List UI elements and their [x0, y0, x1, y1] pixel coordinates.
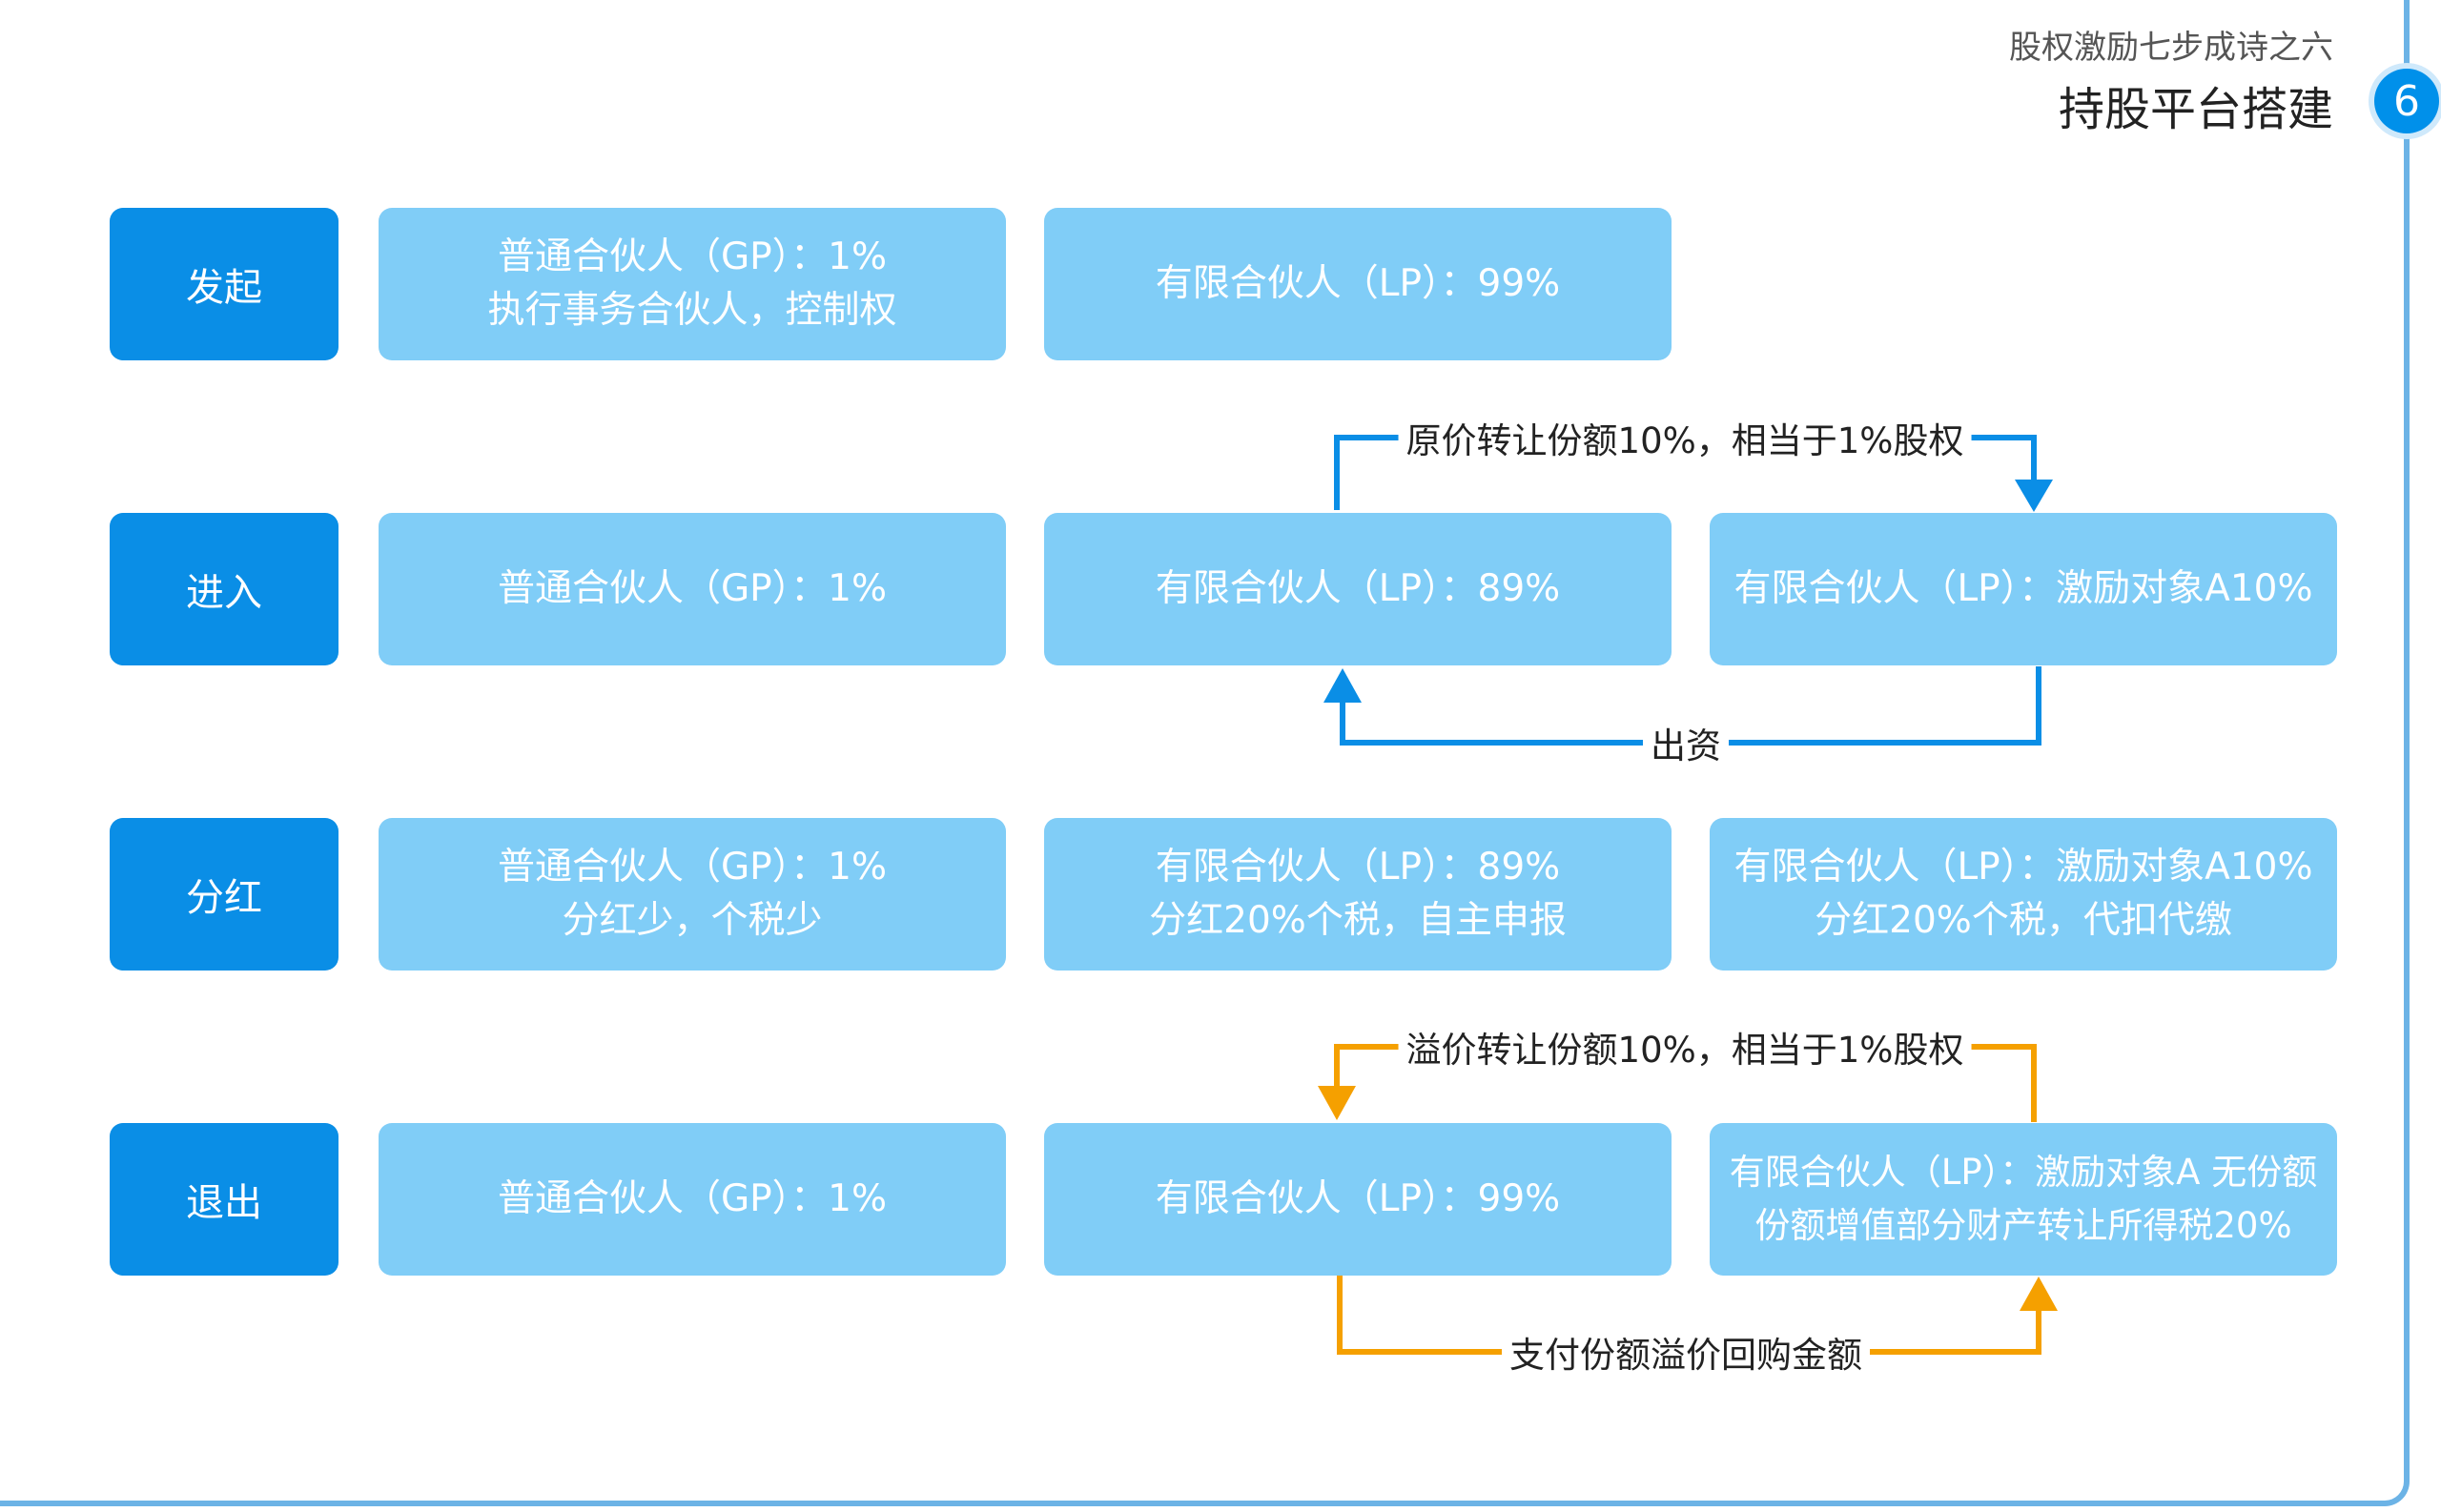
flow-label-exit-payment: 支付份额溢价回购金额 [1502, 1326, 1870, 1378]
enter-top-arrowhead [2015, 480, 2053, 512]
lp-incentive-line: 有限合伙人（LP）：激励对象A10% [1733, 567, 2313, 610]
gp-line: 普通合伙人（GP）：1% [497, 846, 888, 889]
gp-line: 普通合伙人（GP）：1% [497, 567, 888, 610]
lp-box-initiate: 有限合伙人（LP）：99% [1044, 208, 1672, 360]
gp-line: 普通合伙人（GP）：1% [497, 235, 888, 278]
lp-incentive-line: 有限合伙人（LP）：激励对象A 无份额 [1729, 1152, 2318, 1193]
lp-line: 分红20%个税，自主申报 [1149, 899, 1567, 942]
exit-bottom-arrowhead [2020, 1277, 2058, 1311]
stage-dividend: 分红 [110, 818, 338, 971]
lp-box-enter: 有限合伙人（LP）：89% [1044, 513, 1672, 665]
lp-incentive-box-dividend: 有限合伙人（LP）：激励对象A10% 分红20%个税，代扣代缴 [1710, 818, 2337, 971]
page-subtitle: 股权激励七步成诗之六 [2009, 29, 2333, 67]
lp-incentive-box-exit: 有限合伙人（LP）：激励对象A 无份额 份额增值部分财产转让所得税20% [1710, 1123, 2337, 1276]
lp-line: 有限合伙人（LP）：99% [1155, 262, 1561, 305]
gp-box-dividend: 普通合伙人（GP）：1% 分红少，个税少 [379, 818, 1006, 971]
enter-bottom-arrowhead [1323, 668, 1362, 703]
lp-box-exit: 有限合伙人（LP）：99% [1044, 1123, 1672, 1276]
gp-box-enter: 普通合伙人（GP）：1% [379, 513, 1006, 665]
exit-top-arrowhead [1318, 1086, 1356, 1120]
gp-line: 执行事务合伙人，控制权 [487, 289, 897, 332]
flow-label-exit-transfer: 溢价转让份额10%，相当于1%股权 [1398, 1021, 1972, 1073]
flow-label-enter-transfer: 原价转让份额10%，相当于1%股权 [1398, 412, 1972, 463]
lp-incentive-box-enter: 有限合伙人（LP）：激励对象A10% [1710, 513, 2337, 665]
lp-box-dividend: 有限合伙人（LP）：89% 分红20%个税，自主申报 [1044, 818, 1672, 971]
gp-box-initiate: 普通合伙人（GP）：1% 执行事务合伙人，控制权 [379, 208, 1006, 360]
stage-initiate: 发起 [110, 208, 338, 360]
lp-incentive-line: 份额增值部分财产转让所得税20% [1754, 1205, 2292, 1246]
lp-line: 有限合伙人（LP）：89% [1155, 846, 1561, 889]
lp-incentive-line: 有限合伙人（LP）：激励对象A10% [1733, 846, 2313, 889]
flow-label-enter-contribution: 出资 [1643, 717, 1729, 768]
lp-line: 有限合伙人（LP）：99% [1155, 1177, 1561, 1220]
gp-box-exit: 普通合伙人（GP）：1% [379, 1123, 1006, 1276]
stage-exit: 退出 [110, 1123, 338, 1276]
lp-line: 有限合伙人（LP）：89% [1155, 567, 1561, 610]
lp-incentive-line: 分红20%个税，代扣代缴 [1815, 899, 2232, 942]
page-number-badge: 6 [2374, 69, 2439, 133]
page-title: 持股平台搭建 [2058, 83, 2333, 136]
gp-line: 分红少，个税少 [562, 899, 823, 942]
stage-enter: 进入 [110, 513, 338, 665]
gp-line: 普通合伙人（GP）：1% [497, 1177, 888, 1220]
